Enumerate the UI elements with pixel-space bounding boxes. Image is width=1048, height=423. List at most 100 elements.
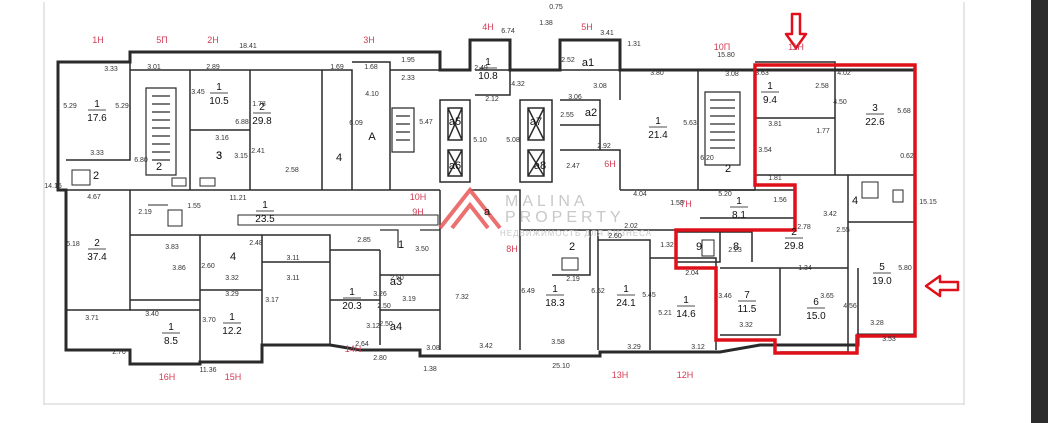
- room-number: а5: [449, 116, 461, 128]
- room-label: 9: [696, 241, 702, 253]
- dimension-label: 3.11: [286, 255, 299, 262]
- dimension-label: 3.08: [725, 71, 739, 78]
- room-label: 2: [93, 170, 99, 182]
- dimension-label: 2.89: [206, 64, 220, 71]
- dimension-label: 14.15: [44, 183, 62, 190]
- dimension-label: 2.52: [561, 57, 575, 64]
- room-number: 1: [736, 196, 742, 207]
- room-area: 23.5: [255, 214, 275, 225]
- room-label: а6: [449, 160, 461, 172]
- room-number: 2: [569, 241, 575, 253]
- room-number: а6: [449, 160, 461, 172]
- dimension-label: 3.71: [85, 315, 99, 322]
- dimension-label: 2.78: [797, 224, 811, 231]
- room-label: 110.5: [209, 82, 229, 107]
- dimension-label: 3.46: [718, 293, 732, 300]
- dimension-label: 4.10: [365, 91, 379, 98]
- dimension-label: 2.50: [377, 303, 391, 310]
- unit-tag: 15Н: [225, 372, 242, 382]
- dimension-label: 3.06: [568, 94, 582, 101]
- dimension-label: 6.18: [66, 241, 80, 248]
- room-number: а4: [390, 321, 402, 333]
- room-label: а5: [449, 116, 461, 128]
- dimension-label: 6.52: [591, 288, 605, 295]
- dimension-label: 0.75: [549, 4, 563, 11]
- room-area: 29.8: [252, 116, 272, 127]
- unit-tag: 6Н: [604, 159, 616, 169]
- dimension-label: 1.38: [423, 366, 437, 373]
- dimension-label: 6.74: [501, 28, 515, 35]
- room-number: 1: [229, 312, 235, 323]
- unit-tag: 4Н: [482, 22, 494, 32]
- dimension-label: 3.01: [147, 64, 161, 71]
- dimension-label: 11.21: [230, 195, 247, 202]
- unit-tag: 14Н: [345, 344, 362, 354]
- dimension-label: 3.17: [265, 297, 279, 304]
- room-area: 10.5: [209, 96, 229, 107]
- dimension-label: 5.21: [658, 310, 672, 317]
- dimension-label: 18.41: [239, 43, 257, 50]
- dimension-label: 2.76: [112, 349, 126, 356]
- room-label: 237.4: [87, 238, 107, 263]
- dimension-label: 3.80: [650, 70, 664, 77]
- dimension-label: 3.58: [551, 339, 565, 346]
- room-area: 22.6: [865, 117, 885, 128]
- dimension-label: 3.86: [172, 265, 186, 272]
- dimension-label: 5.63: [683, 120, 697, 127]
- room-area: 24.1: [616, 298, 636, 309]
- room-number: 1: [262, 200, 268, 211]
- room-area: 29.8: [784, 241, 804, 252]
- room-label: а2: [585, 107, 597, 119]
- room-label: 2: [569, 241, 575, 253]
- dimension-label: 2.19: [566, 276, 580, 283]
- room-label: 120.3: [342, 287, 362, 312]
- dimension-label: 3.53: [882, 336, 896, 343]
- room-label: 114.6: [676, 295, 696, 320]
- watermark: MALINA PROPERTY НЕДВИЖИМОСТЬ ДЛЯ БИЗНЕСА: [438, 186, 651, 238]
- dimension-label: 2.55: [560, 112, 574, 119]
- room-number: 4: [852, 195, 858, 207]
- unit-tag: 5П: [156, 35, 167, 45]
- dimension-label: 3.32: [225, 275, 239, 282]
- room-area: 8.5: [164, 336, 178, 347]
- unit-tag: 10Н: [410, 192, 427, 202]
- room-number: 1: [349, 287, 355, 298]
- dimension-label: 1.78: [252, 101, 266, 108]
- dimension-label: 5.47: [419, 119, 433, 126]
- dimension-label: 3.50: [415, 246, 429, 253]
- dimension-label: 5.10: [473, 137, 487, 144]
- room-number: 6: [813, 297, 819, 308]
- dimension-label: 1.69: [330, 64, 344, 71]
- room-area: 20.3: [342, 301, 362, 312]
- dimension-label: 2.49: [474, 65, 488, 72]
- room-number: 1: [552, 284, 558, 295]
- dimension-label: 3.12: [366, 323, 380, 330]
- dimension-label: 2.58: [815, 83, 829, 90]
- room-label: 110.8: [478, 57, 498, 82]
- unit-tag: 16Н: [159, 372, 176, 382]
- dimension-label: 3.15: [234, 153, 248, 160]
- vertical-scrollbar[interactable]: [1031, 0, 1048, 423]
- dimension-label: 3.81: [768, 121, 782, 128]
- unit-tag: 1Н: [92, 35, 104, 45]
- room-number: 9: [696, 241, 702, 253]
- unit-tag: 10П: [714, 42, 730, 52]
- dimension-label: 2.23: [728, 247, 742, 254]
- dimension-label: 3.45: [191, 89, 205, 96]
- room-label: 2: [156, 161, 162, 173]
- dimension-label: 2.48: [249, 240, 263, 247]
- unit-tag: 3Н: [363, 35, 375, 45]
- dimension-label: 2.64: [355, 341, 369, 348]
- room-label: 322.6: [865, 103, 885, 128]
- dimension-label: 3.33: [104, 66, 118, 73]
- dimension-label: 3.83: [165, 244, 179, 251]
- room-number: 1: [94, 99, 100, 110]
- dimension-label: 2.47: [566, 163, 580, 170]
- unit-tag: 2Н: [207, 35, 219, 45]
- dimension-label: 5.20: [718, 191, 732, 198]
- dimension-label: 1.38: [539, 20, 553, 27]
- room-number: 3: [872, 103, 878, 114]
- dimension-label: 2.58: [285, 167, 299, 174]
